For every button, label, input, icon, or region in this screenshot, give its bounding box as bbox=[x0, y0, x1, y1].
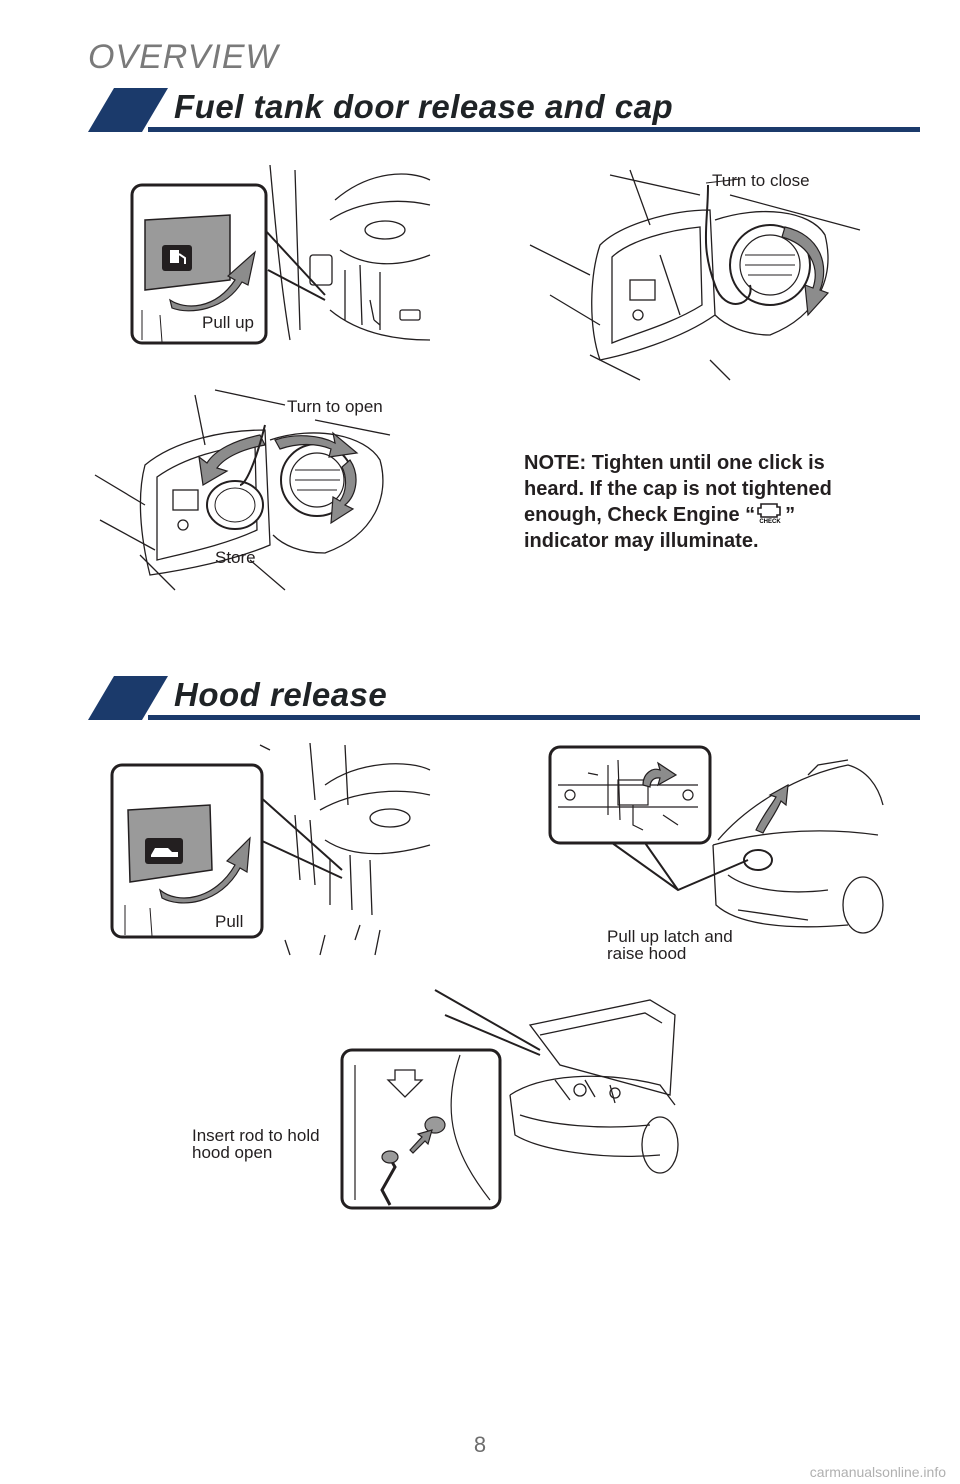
hood-section-header: Hood release bbox=[88, 676, 920, 720]
turn-to-open-label: Turn to open bbox=[287, 397, 383, 416]
pull-up-label: Pull up bbox=[202, 313, 254, 332]
pull-up-latch-label: Pull up latch and raise hood bbox=[607, 928, 733, 962]
page-number: 8 bbox=[473, 1432, 487, 1457]
header-tab-shape bbox=[88, 88, 168, 132]
header-tab-shape bbox=[88, 676, 168, 720]
header-rule bbox=[148, 127, 920, 132]
section-label: OVERVIEW bbox=[88, 38, 279, 76]
insert-rod-label: Insert rod to hold hood open bbox=[192, 1127, 320, 1161]
pull-label: Pull bbox=[215, 912, 244, 931]
hood-latch-illustration bbox=[548, 745, 884, 934]
insert-rod-line2: hood open bbox=[192, 1143, 273, 1162]
fuel-cap-note: NOTE: Tighten until one click is heard. … bbox=[524, 450, 884, 554]
fuel-door-opener-illustration bbox=[130, 164, 431, 345]
insert-rod-line1: Insert rod to hold bbox=[192, 1126, 320, 1145]
watermark: carmanualsonline.info bbox=[809, 1464, 946, 1480]
check-engine-icon: CHECK bbox=[755, 502, 785, 525]
fuel-section-header: Fuel tank door release and cap bbox=[88, 88, 920, 132]
hood-release-lever-illustration bbox=[110, 742, 431, 956]
fuel-cap-close-illustration bbox=[529, 169, 861, 381]
hood-section-title: Hood release bbox=[174, 676, 388, 713]
pull-up-latch-line1: Pull up latch and bbox=[607, 927, 733, 946]
note-text-part1: NOTE: Tighten until one click is heard. … bbox=[524, 452, 832, 526]
store-label: Store bbox=[215, 548, 256, 567]
pull-up-latch-line2: raise hood bbox=[607, 944, 687, 963]
fuel-section-title: Fuel tank door release and cap bbox=[174, 88, 674, 125]
turn-to-close-label: Turn to close bbox=[712, 171, 810, 190]
header-rule bbox=[148, 715, 920, 720]
hood-prop-rod-illustration bbox=[340, 989, 679, 1210]
svg-text:CHECK: CHECK bbox=[759, 519, 781, 525]
note-text-part2: ” indicator may illuminate. bbox=[524, 504, 796, 552]
fuel-cap-open-illustration bbox=[94, 389, 391, 591]
